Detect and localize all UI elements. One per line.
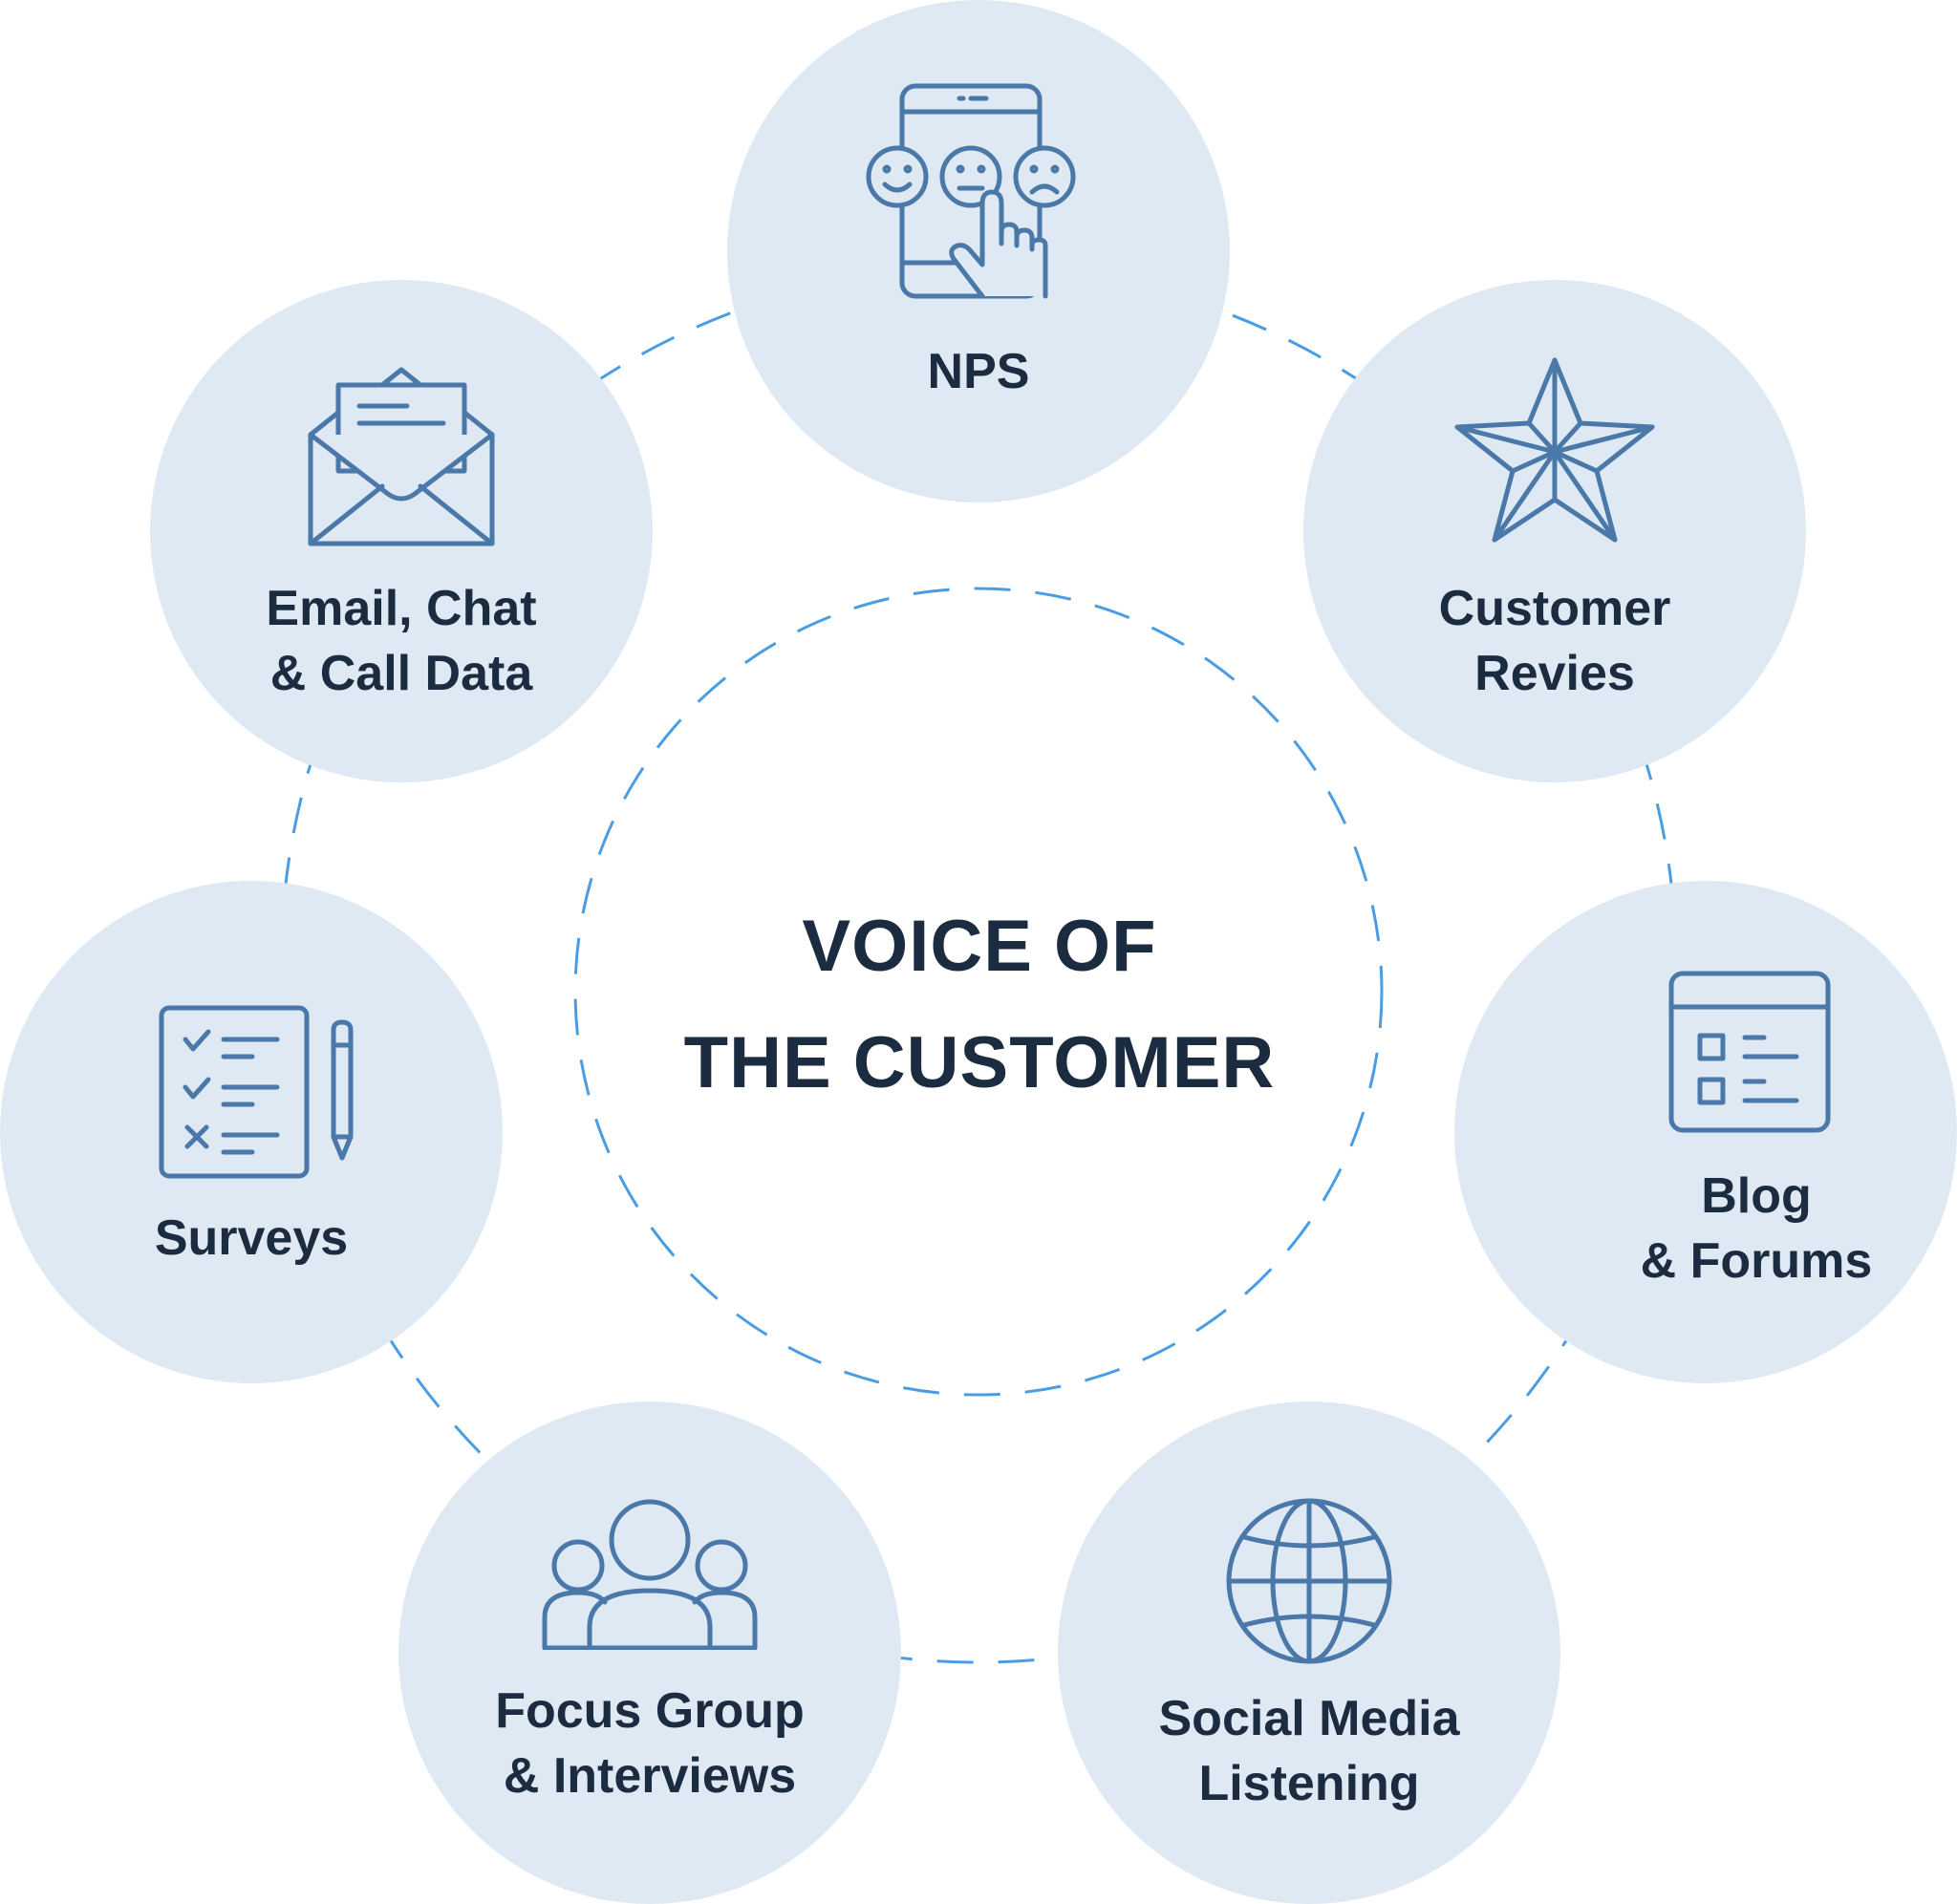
node-social-media-listening: Social Media Listening [1058, 1401, 1560, 1904]
envelope-letter-icon [308, 367, 495, 546]
node-customer-reviews: Customer Revies [1303, 280, 1806, 782]
focus-group-label-line2: & Interviews [503, 1748, 797, 1804]
globe-icon [1226, 1498, 1392, 1664]
social-media-label-line2: Listening [1198, 1756, 1420, 1811]
center-title: VOICE OF THE CUSTOMER [573, 888, 1386, 1122]
center-title-line2: THE CUSTOMER [683, 1022, 1276, 1103]
blog-forums-label-line2: & Forums [1640, 1233, 1873, 1289]
smartphone-rating-icon [866, 83, 1076, 299]
star-icon [1454, 357, 1655, 543]
group-people-icon [542, 1499, 758, 1650]
blog-forums-label: Blog & Forums [1505, 1164, 1957, 1294]
email-chat-call-label-line1: Email, Chat [266, 581, 537, 636]
nps-label: NPS [727, 339, 1230, 404]
customer-reviews-label-line2: Revies [1474, 646, 1635, 701]
node-focus-group: Focus Group & Interviews [398, 1401, 901, 1904]
customer-reviews-label-line1: Customer [1438, 581, 1671, 636]
surveys-label: Surveys [0, 1206, 503, 1271]
center-title-line1: VOICE OF [802, 906, 1157, 987]
node-nps: NPS [727, 0, 1230, 503]
node-surveys: Surveys [0, 881, 503, 1383]
inner-dashed-ring [573, 587, 1384, 1397]
email-chat-call-label-line2: & Call Data [269, 646, 533, 701]
checklist-icon [159, 1005, 354, 1179]
customer-reviews-label: Customer Revies [1303, 576, 1806, 706]
node-email-chat-call: Email, Chat & Call Data [150, 280, 653, 782]
webpage-list-icon [1668, 971, 1831, 1133]
node-blog-forums: Blog & Forums [1454, 881, 1957, 1383]
email-chat-call-label: Email, Chat & Call Data [150, 576, 653, 706]
focus-group-label: Focus Group & Interviews [398, 1679, 901, 1808]
focus-group-label-line1: Focus Group [495, 1683, 805, 1739]
social-media-label: Social Media Listening [1058, 1686, 1560, 1816]
social-media-label-line1: Social Media [1158, 1691, 1460, 1746]
blog-forums-label-line1: Blog [1701, 1168, 1812, 1224]
surveys-label-line1: Surveys [154, 1210, 349, 1266]
nps-label-line1: NPS [927, 344, 1030, 399]
